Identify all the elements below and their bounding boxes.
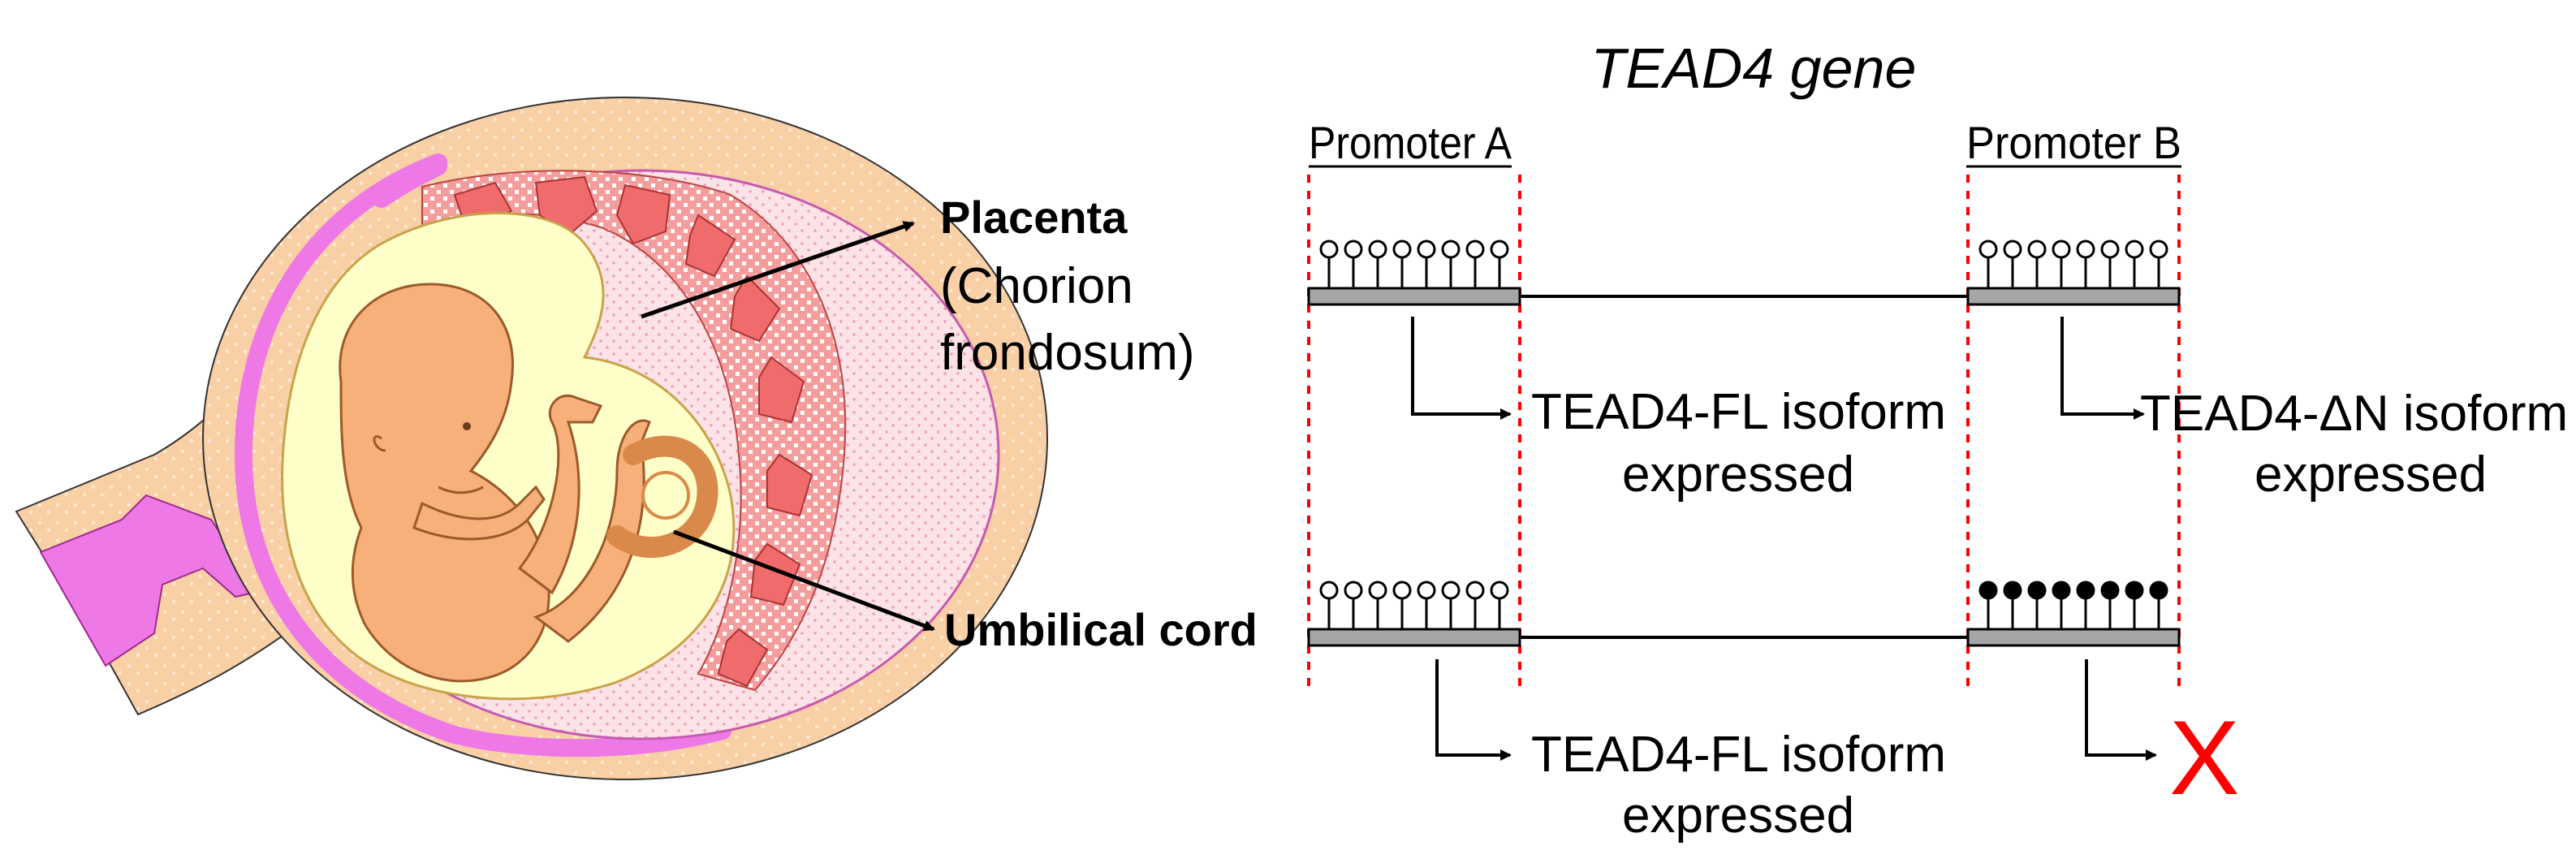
- isoform-fl-label: TEAD4-FL isoform: [1531, 727, 1946, 783]
- cpg-unmethylated: [2052, 240, 2071, 259]
- placenta-arrow: [641, 221, 915, 319]
- fetus-mouth: [438, 486, 484, 494]
- placenta-label: Placenta: [940, 192, 1128, 243]
- cpg-unmethylated: [2149, 240, 2168, 259]
- isoform-fl-label: TEAD4-FL isoform: [1531, 384, 1946, 440]
- cpg-methylated: [2003, 581, 2022, 600]
- umbilical-cord-end: [641, 471, 690, 520]
- gene-row-placenta: TEAD4-FL isoform expressed TEAD4-ΔN isof…: [1307, 240, 2568, 503]
- cpg-unmethylated: [1319, 240, 1339, 259]
- umbilical-cord-label: Umbilical cord: [944, 604, 1258, 655]
- cpg-unmethylated: [2027, 240, 2047, 259]
- cpg-sites-promoter-a: [1319, 240, 1509, 288]
- fetus-eye: [463, 422, 471, 430]
- placenta-sublabel-1: (Chorion: [940, 258, 1133, 314]
- umbilical-arrow: [673, 529, 935, 632]
- isoform-dn-expressed: expressed: [2255, 447, 2487, 503]
- transcription-arrow-b: [2085, 659, 2157, 761]
- cpg-unmethylated: [2003, 240, 2022, 259]
- cpg-methylated: [2052, 581, 2071, 600]
- cpg-unmethylated: [1344, 581, 1363, 600]
- cpg-unmethylated: [1319, 581, 1339, 600]
- decidua-band: [234, 153, 731, 758]
- promoter-b-bar: [1966, 628, 2181, 647]
- cpg-methylated: [2076, 581, 2095, 600]
- isoform-fl-expressed: expressed: [1622, 447, 1854, 503]
- cpg-unmethylated: [2125, 240, 2144, 259]
- fetus-leg-2: [533, 419, 651, 643]
- cpg-sites-promoter-b: [1978, 240, 2168, 288]
- cpg-unmethylated: [1465, 240, 1485, 259]
- fetus-ear: [373, 435, 386, 452]
- isoform-fl-expressed: expressed: [1622, 788, 1854, 844]
- cpg-unmethylated: [1417, 240, 1436, 259]
- placenta-sublabel-2: frondosum): [940, 325, 1195, 381]
- gene-row-umbilical: TEAD4-FL isoform expressed X: [1307, 581, 2240, 844]
- transcription-arrow-b: [2060, 317, 2145, 420]
- cpg-unmethylated: [1441, 581, 1461, 600]
- transcription-arrow-a: [1411, 317, 1512, 420]
- cpg-unmethylated: [1392, 240, 1412, 259]
- uterus-illustration: [15, 97, 1048, 780]
- promoter-a-bar: [1307, 628, 1521, 647]
- promoter-a-label: Promoter A: [1309, 117, 1512, 168]
- promoter-a-bar: [1307, 287, 1521, 306]
- promoter-b-label: Promoter B: [1966, 117, 2181, 168]
- fetus-leg: [517, 394, 603, 595]
- cpg-unmethylated: [1490, 240, 1509, 259]
- cpg-methylated: [1978, 581, 1998, 600]
- cpg-methylated: [2027, 581, 2047, 600]
- cpg-methylated: [2100, 581, 2120, 600]
- cpg-unmethylated: [2076, 240, 2095, 259]
- isoform-dn-label: TEAD4-ΔN isoform: [2140, 386, 2568, 442]
- cpg-methylated: [2125, 581, 2144, 600]
- decidua-band-top: [373, 158, 447, 208]
- cpg-unmethylated: [1465, 581, 1485, 600]
- cpg-unmethylated: [2100, 240, 2120, 259]
- umbilical-cord-loop: [606, 435, 718, 559]
- gene-title: TEAD4 gene: [1591, 37, 1917, 100]
- cpg-methylated: [2149, 581, 2168, 600]
- cpg-sites-promoter-b: [1978, 581, 2168, 629]
- fetus-arm: [412, 485, 546, 541]
- no-expression-x: X: [2169, 698, 2240, 817]
- cpg-unmethylated: [1368, 240, 1387, 259]
- cpg-unmethylated: [1392, 581, 1412, 600]
- cpg-unmethylated: [1490, 581, 1509, 600]
- cpg-unmethylated: [1978, 240, 1998, 259]
- promoter-b-bar: [1966, 287, 2181, 306]
- promoter-boundary-guides: [1307, 175, 2181, 686]
- cpg-unmethylated: [1417, 581, 1436, 600]
- transcription-arrow-a: [1435, 659, 1512, 761]
- cpg-sites-promoter-a: [1319, 581, 1509, 629]
- cpg-unmethylated: [1368, 581, 1387, 600]
- cpg-unmethylated: [1441, 240, 1461, 259]
- cpg-unmethylated: [1344, 240, 1363, 259]
